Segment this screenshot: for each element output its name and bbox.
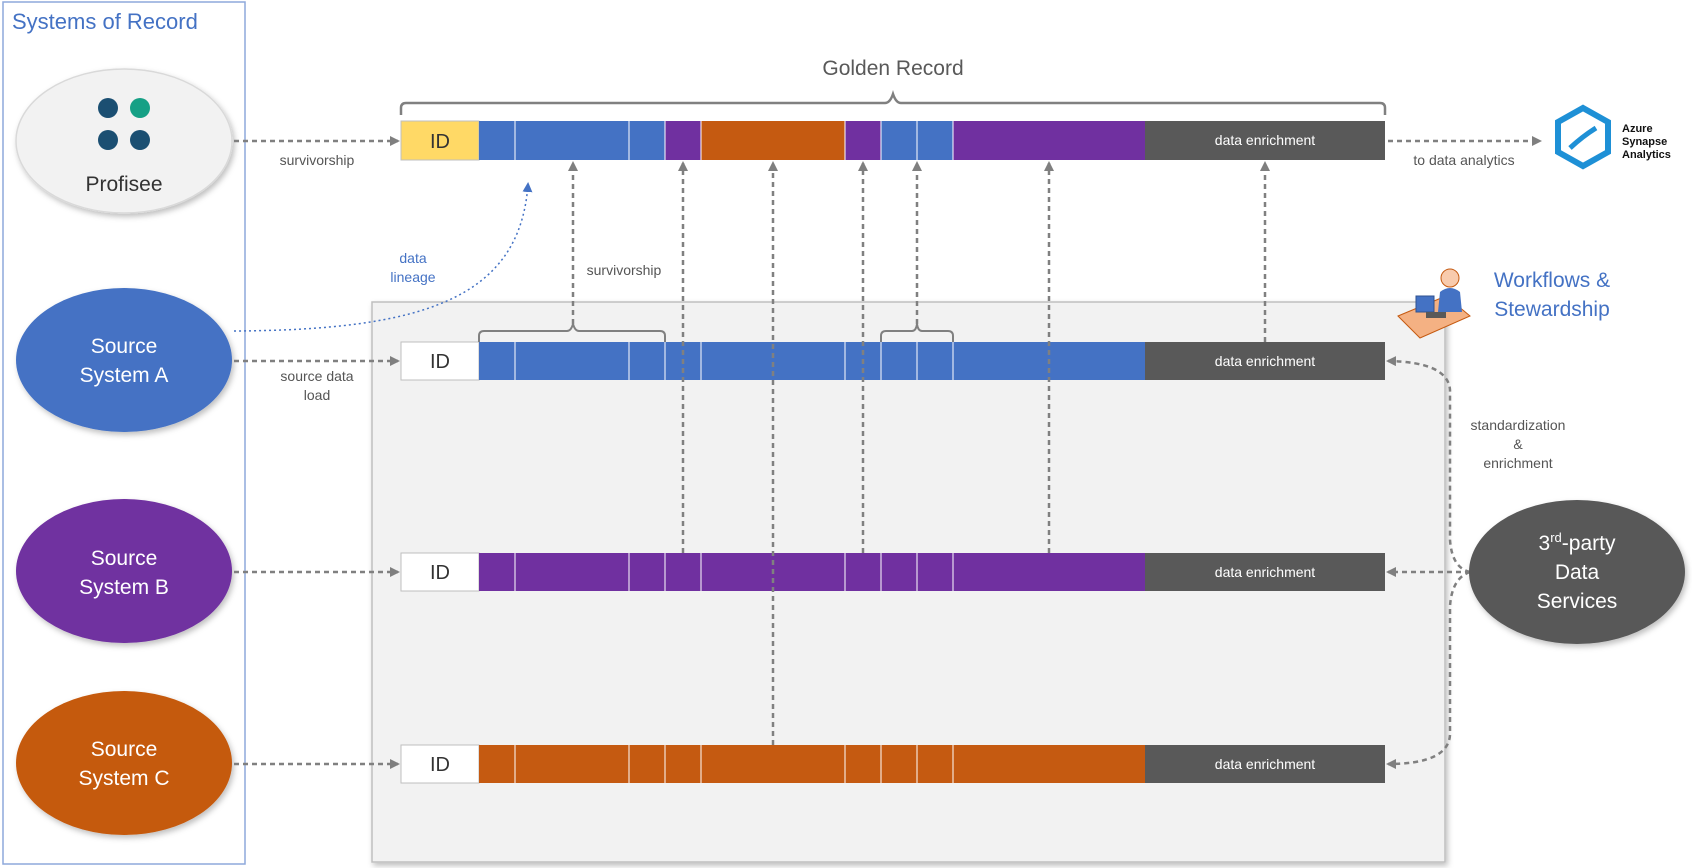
source-system-a-node[interactable]: Source System A xyxy=(16,288,232,432)
third-party-data-services-node[interactable]: 3rd-party Data Services xyxy=(1469,500,1685,644)
source-a-enrichment-label: data enrichment xyxy=(1215,353,1316,369)
third-party-to-c-arrow xyxy=(1386,570,1471,769)
systems-of-record-title: Systems of Record xyxy=(12,9,198,34)
source-data-load-label-1: source data xyxy=(280,368,353,384)
source-b-enrichment-label: data enrichment xyxy=(1215,564,1316,580)
third-party-line1-rest: -party xyxy=(1562,532,1616,555)
data-lineage-label-2: lineage xyxy=(390,269,435,285)
systems-of-record-panel xyxy=(2,1,246,865)
to-data-analytics-label: to data analytics xyxy=(1413,152,1514,168)
standardization-label-1: standardization xyxy=(1471,417,1566,433)
source-c-enrichment-label: data enrichment xyxy=(1215,756,1316,772)
survivorship-label-mid: survivorship xyxy=(587,262,662,278)
source-system-c-node[interactable]: Source System C xyxy=(16,691,232,835)
steward-person-icon xyxy=(1397,268,1471,339)
azure-line2: Synapse xyxy=(1622,136,1667,148)
third-party-to-a-arrow xyxy=(1386,356,1471,574)
profisee-node[interactable]: Profisee xyxy=(15,68,233,214)
data-lineage-label-1: data xyxy=(399,250,426,266)
azure-line1: Azure xyxy=(1622,123,1653,135)
workflows-label-line1: Workflows & xyxy=(1494,269,1610,292)
source-c-line1: Source xyxy=(91,738,158,761)
third-party-line1-base: 3 xyxy=(1539,532,1551,555)
workflows-label-line2: Stewardship xyxy=(1494,298,1610,321)
source-b-id-label: ID xyxy=(430,562,450,584)
azure-synapse-icon xyxy=(1555,104,1611,170)
profisee-label: Profisee xyxy=(85,173,162,196)
third-party-line3: Services xyxy=(1537,590,1618,613)
source-b-record-bar: ID data enrichment xyxy=(400,552,1385,592)
source-data-load-label-2: load xyxy=(304,387,330,403)
source-a-line2: System A xyxy=(80,364,169,387)
source-c-id-label: ID xyxy=(430,754,450,776)
data-lineage-arrow xyxy=(233,182,533,332)
survivorship-label-left: survivorship xyxy=(280,152,355,168)
source-c-line2: System C xyxy=(78,767,169,790)
golden-record-brace xyxy=(399,90,1387,115)
source-a-record-bar: ID data enrichment xyxy=(400,341,1385,381)
standardization-label-2: & xyxy=(1513,436,1523,452)
third-party-line1: 3rd-party xyxy=(1539,530,1616,555)
source-b-line2: System B xyxy=(79,576,169,599)
golden-record-bar: ID data enrichment xyxy=(400,120,1385,161)
source-b-line1: Source xyxy=(91,547,158,570)
source-a-line1: Source xyxy=(91,335,158,358)
standardization-label-3: enrichment xyxy=(1483,455,1552,471)
golden-record-title: Golden Record xyxy=(822,57,963,80)
source-c-record-bar: ID data enrichment xyxy=(400,744,1385,784)
profisee-logo-icon xyxy=(98,98,150,150)
golden-id-label: ID xyxy=(430,131,450,153)
third-party-line2: Data xyxy=(1555,561,1600,584)
golden-enrichment-label: data enrichment xyxy=(1215,132,1316,148)
azure-line3: Analytics xyxy=(1622,149,1671,161)
source-system-b-node[interactable]: Source System B xyxy=(16,499,232,643)
azure-synapse-logo[interactable]: Azure Synapse Analytics xyxy=(1555,104,1671,170)
source-a-id-label: ID xyxy=(430,351,450,373)
third-party-line1-sup: rd xyxy=(1550,530,1562,545)
